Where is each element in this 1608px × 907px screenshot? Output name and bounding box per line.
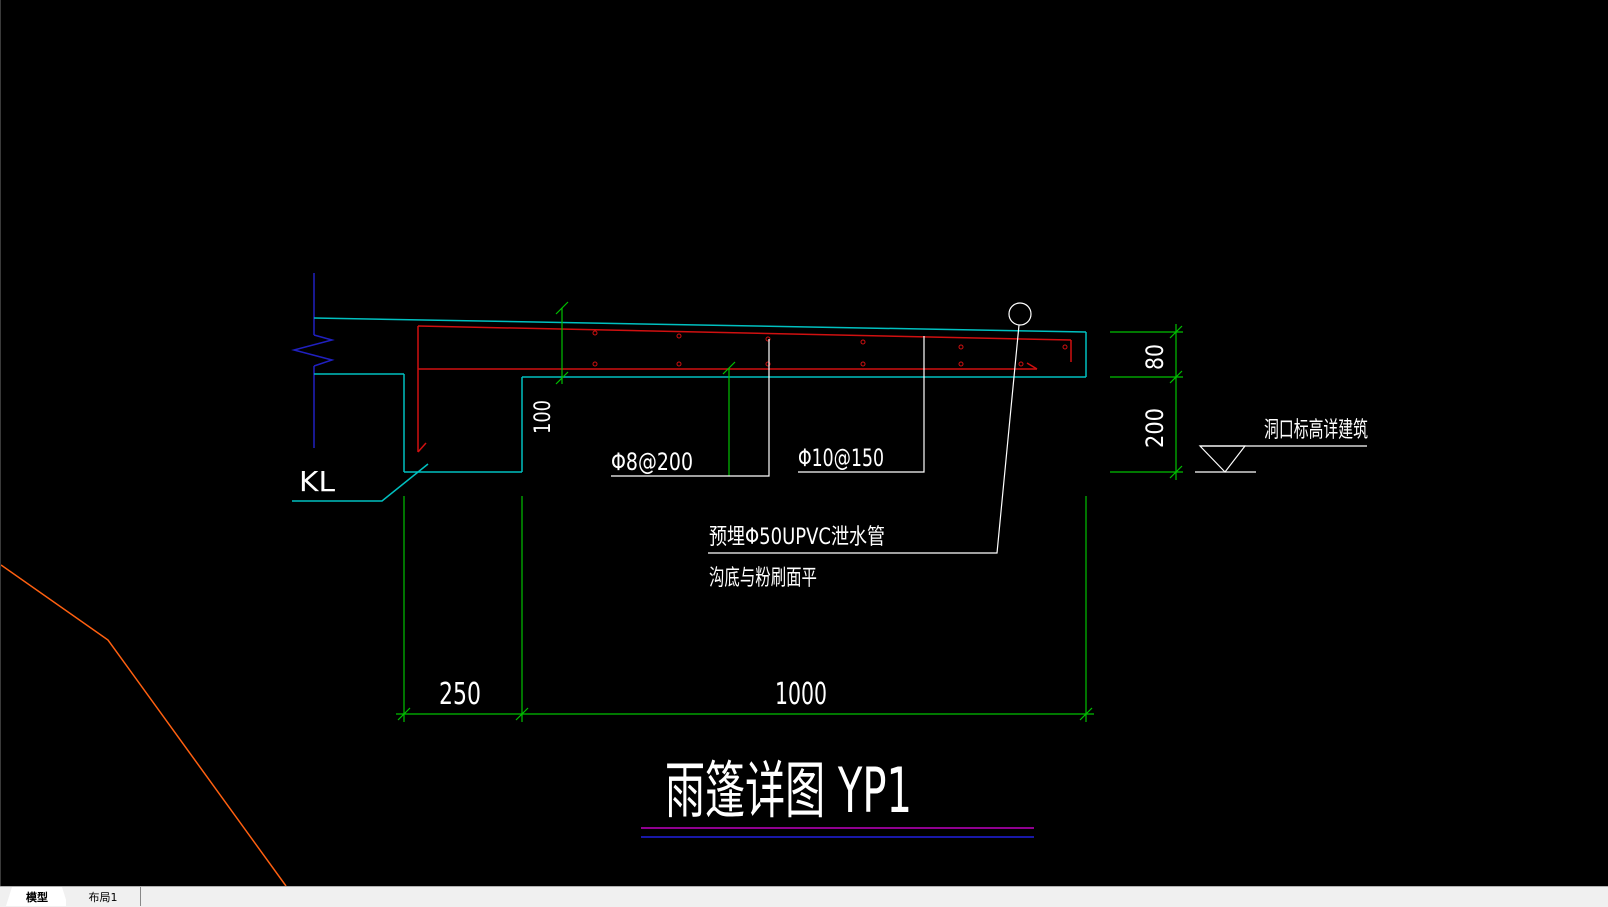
drawing-canvas[interactable]: KL Φ8@200 Φ10@150 预埋Φ50UPVC泄水管 沟底与粉刷面平 洞… — [0, 0, 1608, 886]
orange-polyline[interactable] — [1, 564, 287, 886]
dim-200[interactable]: 200 — [1141, 408, 1169, 448]
dim-1000[interactable]: 1000 — [775, 677, 827, 712]
dim-80[interactable]: 80 — [1141, 344, 1169, 370]
rebar-dots — [592, 330, 1068, 367]
column-break-line[interactable] — [291, 273, 335, 448]
beam-label[interactable]: KL — [299, 465, 335, 498]
drain-pipe-note[interactable]: 预埋Φ50UPVC泄水管 — [709, 525, 885, 550]
tab-model[interactable]: 模型 — [6, 887, 68, 906]
leader-lines[interactable] — [611, 302, 1367, 554]
elevation-note[interactable]: 洞口标高详建筑 — [1264, 418, 1368, 443]
dim-250[interactable]: 250 — [439, 677, 481, 712]
drawing-title[interactable]: 雨篷详图 YP1 — [665, 754, 912, 827]
layout-tab-bar: 模型 布局1 — [0, 886, 1608, 907]
dimension-lines[interactable] — [396, 301, 1183, 722]
canopy-concrete-outline[interactable] — [292, 317, 1087, 502]
dim-thickness-100[interactable]: 100 — [531, 400, 556, 434]
rebar-top-label[interactable]: Φ8@200 — [611, 448, 693, 476]
rebar-dist-label[interactable]: Φ10@150 — [798, 444, 884, 472]
groove-note[interactable]: 沟底与粉刷面平 — [709, 566, 817, 591]
tab-layout1[interactable]: 布局1 — [66, 887, 141, 906]
rebar-lines[interactable] — [417, 325, 1072, 453]
